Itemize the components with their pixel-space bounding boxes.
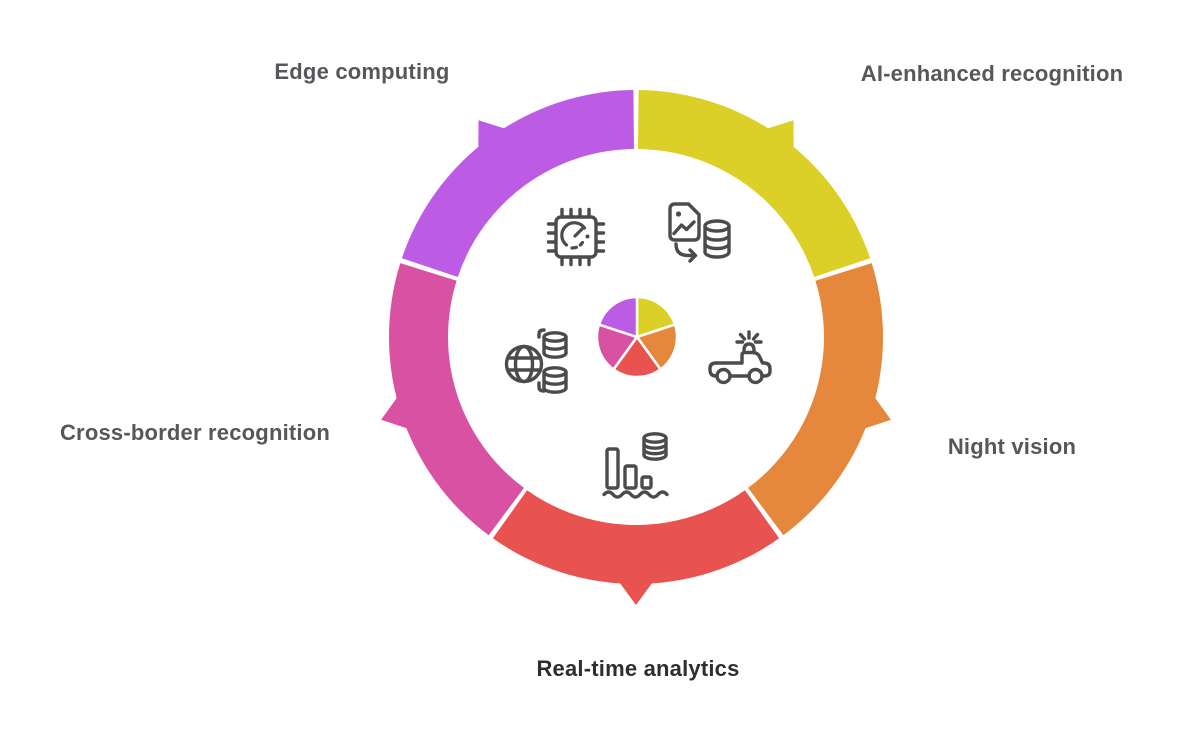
image-to-database-icon (668, 202, 731, 263)
police-vehicle-icon (708, 330, 772, 385)
pie-slice-real-time (611, 334, 663, 379)
ring-segment-ai-enhanced (638, 90, 871, 277)
bar-chart-database-icon (602, 432, 669, 499)
label-real-time-analytics: Real-time analytics (536, 656, 740, 681)
pie-slice-cross-border (595, 323, 640, 372)
label-ai-enhanced-recognition: AI-enhanced recognition (860, 61, 1124, 86)
label-night-vision: Night vision (947, 434, 1077, 459)
pie-slice-night-vision (634, 323, 679, 372)
ring-segment-cross-border (388, 263, 524, 536)
globe-database-icon (504, 328, 568, 394)
label-cross-border-recognition: Cross-border recognition (59, 420, 331, 445)
pie-slice-edge-computing (597, 295, 639, 339)
center-pie-chart (595, 295, 679, 379)
chip-gauge-icon (546, 207, 606, 267)
ring-segment-real-time (492, 490, 780, 584)
label-edge-computing: Edge computing (274, 59, 450, 84)
ring-segment-night-vision (748, 263, 884, 536)
ring-segment-edge-computing (401, 90, 634, 277)
